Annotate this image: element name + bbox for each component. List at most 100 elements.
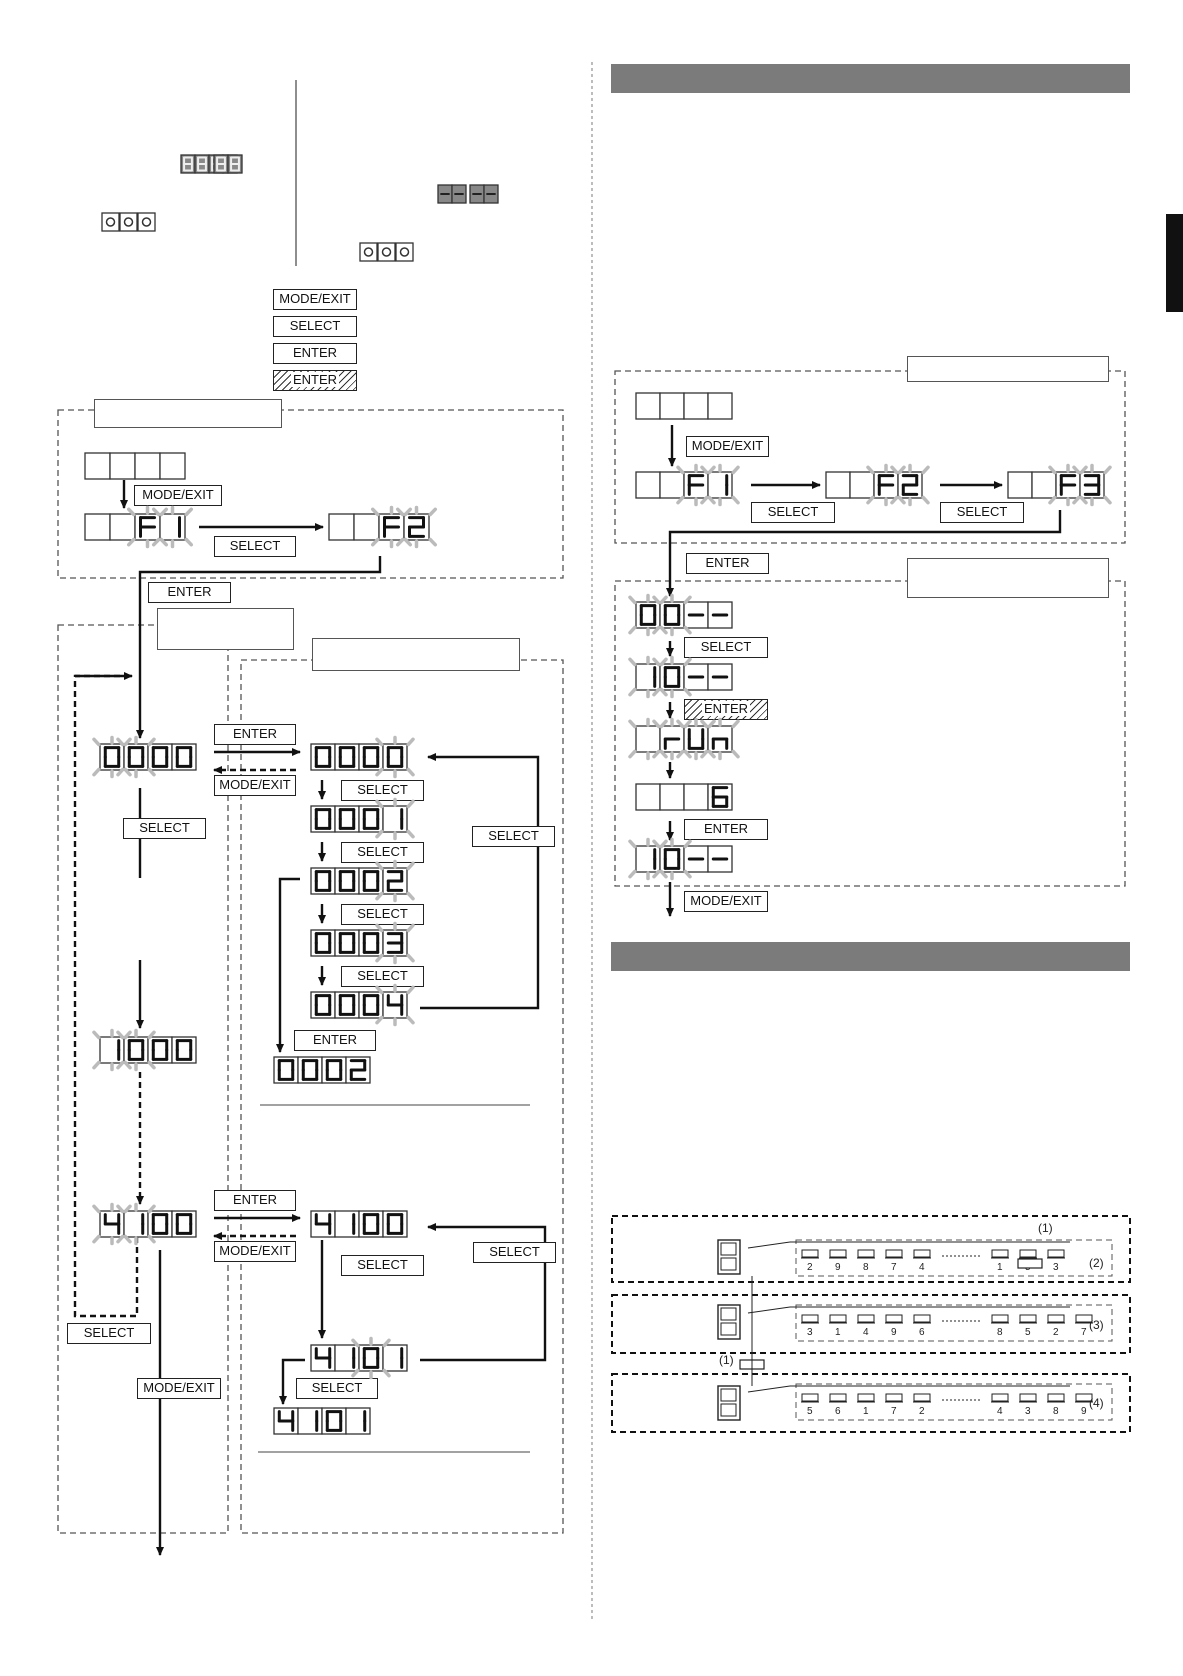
cycle-display-0 xyxy=(310,735,415,779)
blink-mark xyxy=(403,537,412,547)
page-edge-tab xyxy=(1166,214,1183,312)
unit-number: 1 xyxy=(835,1327,841,1338)
blink-mark xyxy=(147,1204,156,1214)
func-enter-button[interactable]: ENTER xyxy=(148,582,231,603)
wiring-row-3-frame xyxy=(611,1373,1131,1433)
cycle-enter-button[interactable]: ENTER xyxy=(294,1030,376,1051)
right-select-button-1[interactable]: SELECT xyxy=(751,502,835,523)
outdoor-unit-2 xyxy=(717,1304,741,1340)
blink-mark xyxy=(396,537,405,547)
wiring-row-2-unit: 4 xyxy=(857,1314,875,1338)
blink-mark xyxy=(707,749,716,759)
unit-number: 4 xyxy=(919,1262,925,1273)
blink-mark xyxy=(628,869,637,879)
cycle-select-button-3[interactable]: SELECT xyxy=(341,904,424,925)
wiring-row-3-unit: 8 xyxy=(1047,1393,1065,1417)
legend-mode-exit-button[interactable]: MODE/EXIT xyxy=(273,289,357,310)
result-select-button[interactable]: SELECT xyxy=(296,1378,378,1399)
wiring-row-2-unit: 5 xyxy=(1019,1314,1037,1338)
blink-mark xyxy=(375,985,384,995)
cycle-select-button-2[interactable]: SELECT xyxy=(341,842,424,863)
group-enter-button[interactable]: ENTER xyxy=(214,1190,296,1211)
addr-enter-button[interactable]: ENTER xyxy=(214,724,296,745)
right-start-display xyxy=(635,392,733,420)
blink-mark xyxy=(184,507,193,517)
right-mode-exit-button-2[interactable]: MODE/EXIT xyxy=(684,891,768,912)
blink-mark xyxy=(700,465,709,475)
digit-cell xyxy=(134,452,161,480)
blink-mark xyxy=(116,1204,125,1214)
right-f2-display xyxy=(825,463,930,507)
blink-mark xyxy=(628,839,637,849)
legend-select-button[interactable]: SELECT xyxy=(273,316,357,337)
right-select-button-2[interactable]: SELECT xyxy=(940,502,1024,523)
right-select-button-3[interactable]: SELECT xyxy=(684,637,768,658)
right-run-display xyxy=(628,717,740,761)
blink-mark xyxy=(92,737,101,747)
blink-mark xyxy=(866,495,875,505)
blink-mark xyxy=(375,1015,384,1025)
blink-mark xyxy=(683,839,692,849)
blink-mark xyxy=(659,625,668,635)
blink-mark xyxy=(652,719,661,729)
wiring-row-1-unit: 8 xyxy=(857,1249,875,1273)
unit-number: 7 xyxy=(891,1406,897,1417)
right-mode-exit-button[interactable]: MODE/EXIT xyxy=(686,436,769,457)
legend-enter-hold-button[interactable]: ENTER xyxy=(273,370,357,391)
blink-mark xyxy=(147,767,156,777)
panel-display-dash-b xyxy=(469,184,499,204)
addr-mode-exit-button[interactable]: MODE/EXIT xyxy=(214,775,296,796)
blink-mark xyxy=(92,767,101,777)
flow-arrow xyxy=(136,556,382,739)
cycle-display-2 xyxy=(310,859,415,903)
right-enter-button-2[interactable]: ENTER xyxy=(684,819,768,840)
addr-0000-display xyxy=(92,735,197,779)
group-select-button[interactable]: SELECT xyxy=(341,1255,424,1276)
right-func-frame xyxy=(614,370,1126,544)
group-loop-select-button[interactable]: SELECT xyxy=(473,1242,556,1263)
blink-mark xyxy=(700,749,709,759)
blink-mark xyxy=(683,869,692,879)
func-f1-display xyxy=(84,505,193,549)
addr-select-button[interactable]: SELECT xyxy=(123,818,206,839)
blink-mark xyxy=(659,869,668,879)
legend-enter-button[interactable]: ENTER xyxy=(273,343,357,364)
blink-mark xyxy=(123,1204,132,1214)
cycle-select-button-1[interactable]: SELECT xyxy=(341,780,424,801)
blink-mark xyxy=(890,495,899,505)
blink-mark xyxy=(628,595,637,605)
unit-number: 4 xyxy=(863,1327,869,1338)
back-select-button[interactable]: SELECT xyxy=(67,1323,151,1344)
blink-mark xyxy=(659,719,668,729)
wiring-row-3-unit: 1 xyxy=(857,1393,875,1417)
exit-mode-exit-button[interactable]: MODE/EXIT xyxy=(137,1378,221,1399)
callout-1b: (1) xyxy=(719,1353,734,1367)
blink-mark xyxy=(897,465,906,475)
blink-mark xyxy=(676,465,685,475)
blink-mark xyxy=(92,1204,101,1214)
wiring-row-1-group xyxy=(795,1239,1113,1277)
digit-cell xyxy=(659,392,685,420)
flow-arrow xyxy=(666,510,1062,597)
func-select-button[interactable]: SELECT xyxy=(214,536,296,557)
cycle-loop-select-button[interactable]: SELECT xyxy=(472,826,555,847)
right-enter-button[interactable]: ENTER xyxy=(686,553,769,574)
blink-mark xyxy=(406,985,415,995)
blink-mark xyxy=(375,767,384,777)
blink-mark xyxy=(116,1030,125,1040)
label-box-4 xyxy=(907,356,1109,382)
blink-mark xyxy=(375,737,384,747)
address-frame-left xyxy=(57,624,229,1534)
wiring-row-1-unit: 2 xyxy=(801,1249,819,1273)
cycle-select-button-4[interactable]: SELECT xyxy=(341,966,424,987)
right-10-display xyxy=(628,655,733,699)
blink-mark xyxy=(731,495,740,505)
wiring-row-1-unit: 1 xyxy=(991,1249,1009,1273)
func-mode-exit-button[interactable]: MODE/EXIT xyxy=(134,485,222,506)
right-enter-hold-button[interactable]: ENTER xyxy=(684,699,768,720)
blink-mark xyxy=(676,719,685,729)
blink-mark xyxy=(628,687,637,697)
group-mode-exit-button[interactable]: MODE/EXIT xyxy=(214,1241,296,1262)
